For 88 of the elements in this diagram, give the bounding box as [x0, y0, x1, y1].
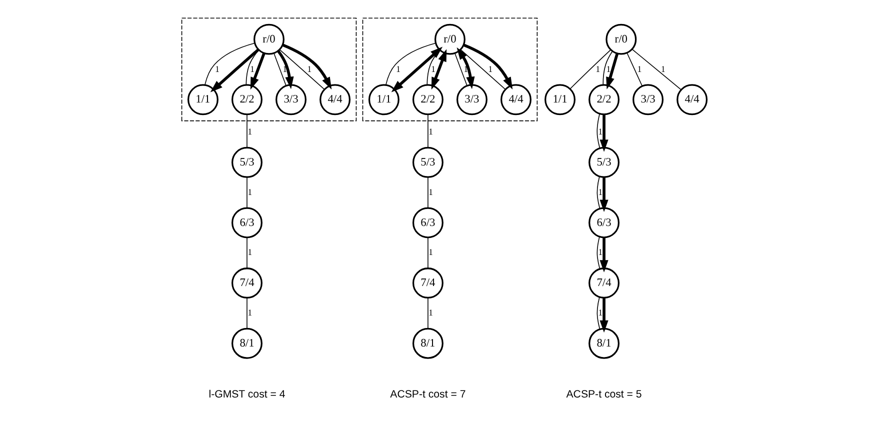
connector [596, 296, 600, 330]
edge-label: 1 [282, 64, 288, 74]
edge-label: 1 [250, 64, 255, 74]
connector [386, 42, 436, 86]
label: ACSP-t cost = 7 [390, 388, 466, 400]
edge-label: 1 [464, 64, 468, 74]
node-circle: 3/3 [456, 84, 488, 116]
node-circle: 5/3 [588, 146, 620, 178]
edge-label: 1 [307, 64, 312, 74]
edge-label: 1 [598, 307, 603, 318]
node-circle: 1/1 [368, 84, 400, 116]
node-circle: 2/2 [412, 84, 444, 116]
edge-label: 1 [248, 126, 252, 137]
edge-label: 1 [428, 307, 434, 318]
arrow [210, 48, 260, 92]
connector [246, 176, 248, 208]
edge-label: 1 [428, 247, 434, 258]
arrow [606, 53, 619, 90]
arrow [463, 44, 513, 90]
edge-label: 1 [431, 64, 436, 74]
node-circle: 8/1 [588, 328, 620, 359]
node-circle: r/0 [434, 24, 466, 55]
label: ACSP-t cost = 5 [566, 388, 642, 400]
node-circle: 4/4 [320, 84, 351, 116]
node-circle: 5/3 [412, 146, 444, 178]
connector [626, 52, 643, 87]
edge-label: 1 [606, 64, 611, 74]
node-circle: 6/3 [412, 207, 444, 238]
node-circle: 1/1 [188, 84, 218, 116]
edge-label: 1 [396, 64, 400, 74]
connector [596, 236, 600, 270]
node-circle: 1/1 [544, 84, 576, 116]
connector [596, 114, 600, 149]
connector [246, 297, 248, 329]
arrow [600, 114, 608, 152]
node-circle: 6/3 [232, 207, 262, 238]
arrow [456, 47, 475, 90]
arrow [431, 49, 447, 90]
label: l-GMST cost = 4 [208, 388, 286, 400]
node-circle: 5/3 [232, 146, 262, 178]
node-circle: 7/4 [588, 268, 620, 299]
edge-label: 1 [428, 126, 434, 137]
edge-label: 1 [215, 64, 220, 74]
edge-label: 1 [488, 64, 493, 74]
node-circle: r/0 [254, 24, 284, 55]
node-circle: r/0 [606, 24, 637, 55]
cluster [181, 18, 357, 122]
arrow [277, 50, 294, 90]
node-circle: 3/3 [276, 84, 306, 116]
edge-label: 1 [598, 126, 603, 137]
arrow [600, 177, 608, 212]
connector [454, 52, 468, 86]
edge-label: 1 [428, 186, 434, 197]
edge-label: 1 [637, 64, 642, 74]
connector [246, 114, 248, 148]
connector [570, 49, 612, 90]
edge-label: 1 [596, 64, 600, 74]
arrow [600, 298, 608, 333]
cluster [362, 18, 538, 122]
node-circle: 4/4 [676, 84, 708, 116]
node-circle: 6/3 [588, 207, 620, 238]
connector [204, 42, 256, 86]
node-circle: 8/1 [412, 328, 444, 359]
edge-label: 1 [248, 186, 252, 197]
node-circle: 4/4 [500, 84, 532, 116]
connector [246, 237, 248, 268]
edge-label: 1 [598, 247, 603, 258]
arrow [250, 52, 266, 90]
arrow [282, 44, 332, 90]
connector [246, 50, 260, 86]
node-circle: 2/2 [232, 84, 262, 116]
connector [460, 49, 506, 90]
node-circle: 7/4 [412, 268, 444, 299]
connector [596, 176, 600, 209]
edge-label: 1 [660, 64, 666, 74]
node-circle: 7/4 [232, 268, 262, 299]
arrow [600, 237, 608, 272]
connector [279, 49, 325, 90]
edge-label: 1 [248, 307, 252, 318]
edge-label: 1 [598, 186, 603, 197]
arrow [391, 46, 443, 92]
connector [602, 50, 613, 86]
node-circle: 8/1 [232, 328, 262, 359]
node-circle: 2/2 [588, 84, 620, 116]
edge-label: 1 [248, 247, 252, 258]
connector [273, 52, 286, 86]
connector [632, 48, 682, 90]
node-circle: 3/3 [632, 84, 664, 116]
